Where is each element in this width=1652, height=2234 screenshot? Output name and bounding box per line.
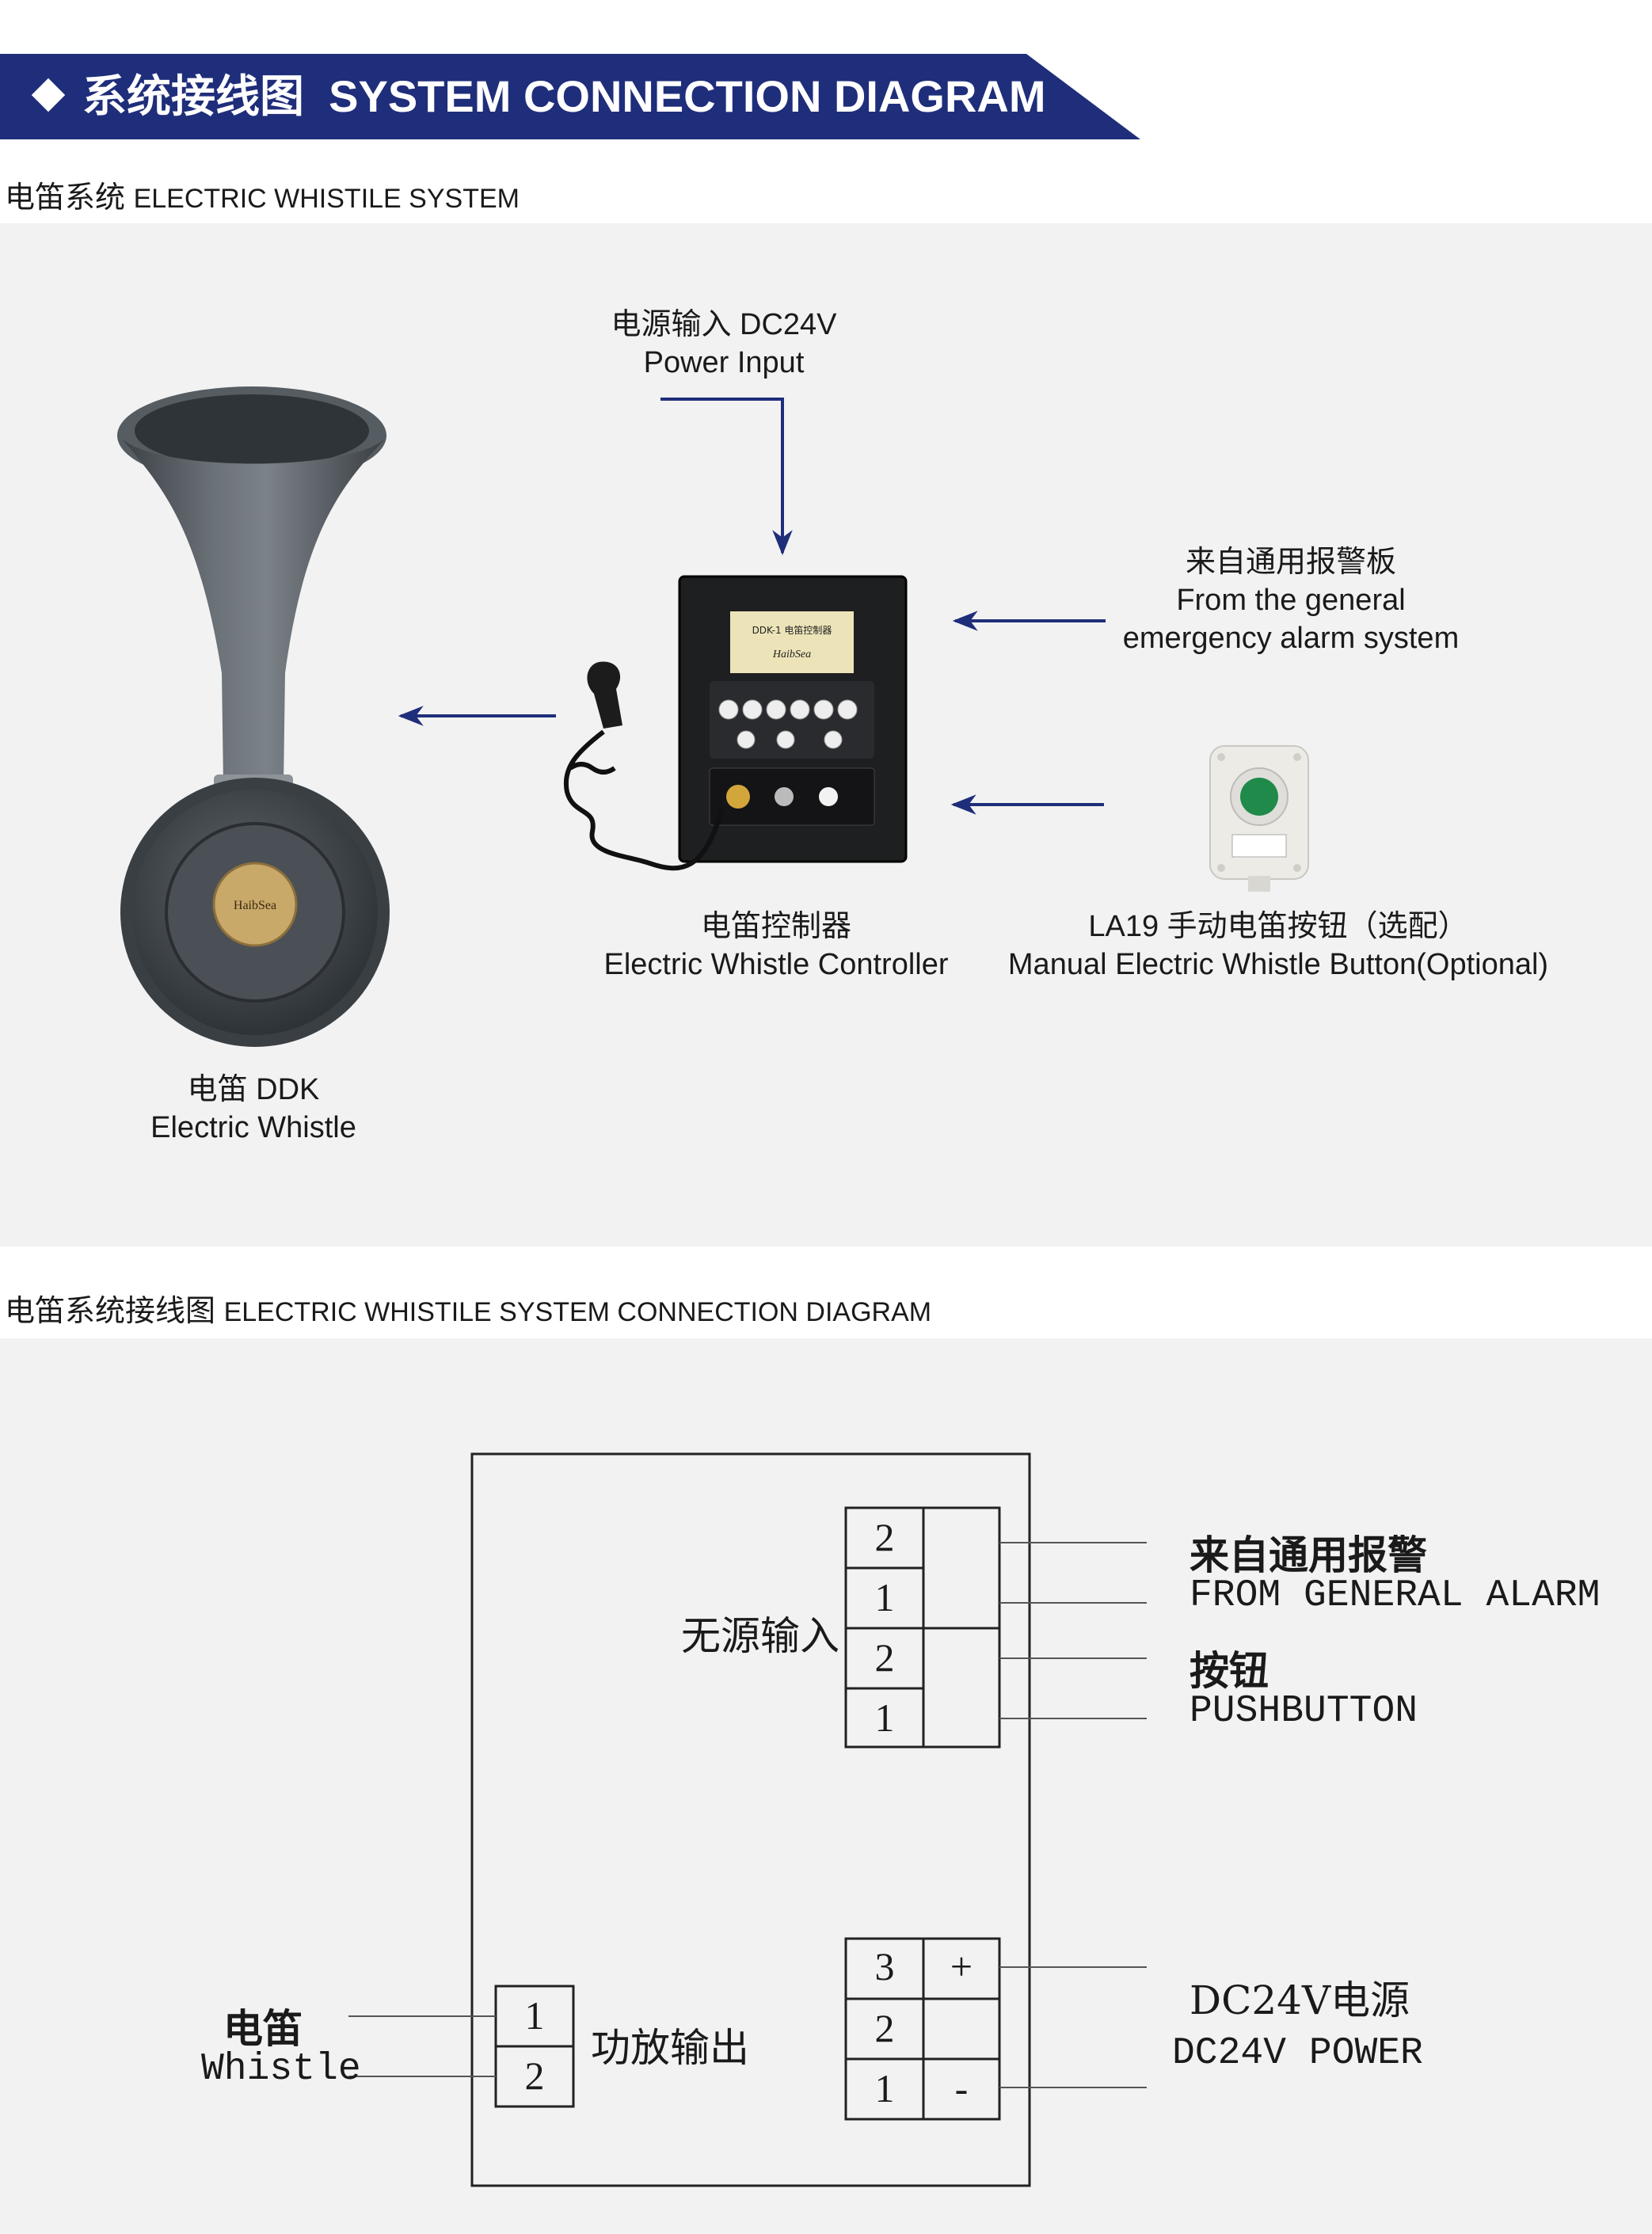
controller-brand-text: HaibSea	[772, 649, 811, 660]
whistle-caption-cn: 电笛 DDK	[187, 1073, 320, 1106]
controller-box	[470, 1452, 1031, 2187]
power-input-cn: 电源输入 DC24V	[611, 308, 837, 341]
controller-panel-label: DDK-1 电笛控制器	[752, 624, 832, 636]
power-pin-3: 1	[874, 2066, 895, 2110]
alarm-source-caption: 来自通用报警板 From the general emergency alarm…	[1096, 543, 1486, 657]
passive-pin-4: 1	[874, 1695, 895, 1740]
controller-caption-en: Electric Whistle Controller	[603, 948, 949, 981]
manual-pushbutton-image	[1209, 745, 1309, 892]
whistle-label-en: Whistle	[201, 2048, 361, 2091]
alarm-source-en-line2: emergency alarm system	[1122, 622, 1460, 655]
power-input-en: Power Input	[643, 346, 805, 379]
wiring-diagram-panel	[0, 1338, 1652, 2234]
electric-whistle-controller-image: DDK-1 电笛控制器 HaibSea	[563, 575, 908, 871]
alarm-source-cn: 来自通用报警板	[1185, 546, 1396, 579]
button-label-cn: 按钮	[1190, 1647, 1269, 1694]
power-input-caption: 电源输入 DC24V Power Input	[565, 306, 882, 382]
controller-caption-cn: 电笛控制器	[700, 910, 851, 943]
section2-title-cn: 电笛系统接线图	[5, 1295, 216, 1328]
power-input-arrow	[660, 398, 793, 556]
passive-pin-1: 2	[874, 1515, 895, 1559]
header-title: 系统接线图 SYSTEM CONNECTION DIAGRAM	[31, 54, 1046, 139]
overview-arrows	[398, 398, 1106, 815]
header-banner	[0, 54, 1140, 139]
amp-pin-1: 1	[524, 1993, 545, 2038]
pushbutton-caption: LA19 手动电笛按钮（选配） Manual Electric Whistle …	[985, 908, 1571, 984]
whistle-caption-en: Electric Whistle	[150, 1111, 356, 1144]
power-sign-plus: +	[950, 1944, 973, 1989]
header-title-cn: 系统接线图	[82, 71, 304, 121]
power-pin-1: 3	[874, 1944, 895, 1989]
alarm-label-en: FROM GENERAL ALARM	[1190, 1574, 1601, 1617]
whistle-caption: 电笛 DDK Electric Whistle	[95, 1071, 412, 1147]
power-sign-minus: -	[954, 2066, 969, 2110]
pushbutton-caption-cn: LA19 手动电笛按钮（选配）	[1088, 910, 1468, 943]
passive-input-label: 无源输入	[681, 1613, 839, 1659]
amp-pin-2: 2	[524, 2053, 545, 2098]
pushbutton-caption-en: Manual Electric Whistle Button(Optional)	[1007, 948, 1549, 981]
header-title-en: SYSTEM CONNECTION DIAGRAM	[329, 71, 1046, 121]
alarm-label-cn: 来自通用报警	[1190, 1532, 1427, 1578]
passive-pin-2: 1	[874, 1575, 895, 1619]
section1-title-en: ELECTRIC WHISTILE SYSTEM	[133, 184, 520, 214]
power-label-cn: DC24V电源	[1190, 1977, 1410, 2023]
whistle-brand-text: HaibSea	[234, 899, 276, 912]
power-pin-2: 2	[874, 2006, 895, 2050]
passive-pin-3: 2	[874, 1635, 895, 1680]
button-label-en: PUSHBUTTON	[1190, 1690, 1418, 1733]
section2-title: 电笛系统接线图 ELECTRIC WHISTILE SYSTEM CONNECT…	[5, 1286, 931, 1330]
section1-title: 电笛系统 ELECTRIC WHISTILE SYSTEM	[5, 173, 520, 216]
alarm-source-en-line1: From the general	[1176, 584, 1406, 617]
controller-caption: 电笛控制器 Electric Whistle Controller	[570, 908, 982, 984]
amp-output-label: 功放输出	[591, 2025, 749, 2071]
electric-whistle-image: HaibSea	[117, 386, 390, 1047]
power-label-en: DC24V POWER	[1172, 2032, 1423, 2075]
section1-title-cn: 电笛系统	[5, 181, 126, 215]
whistle-label-cn: 电笛	[223, 2005, 303, 2052]
section2-title-en: ELECTRIC WHISTILE SYSTEM CONNECTION DIAG…	[223, 1297, 932, 1327]
